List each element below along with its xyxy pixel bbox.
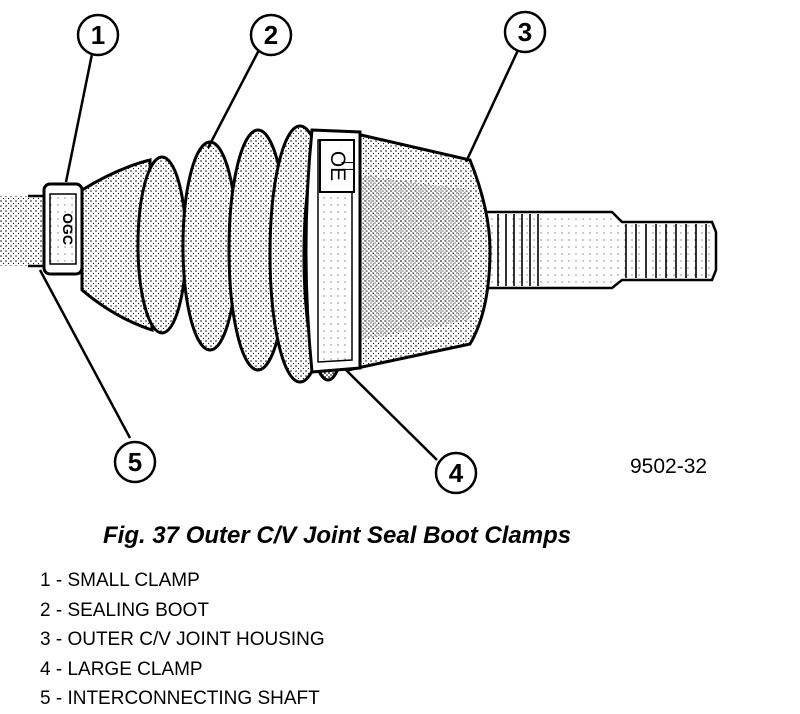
legend-item: 1 - SMALL CLAMP — [40, 570, 200, 591]
svg-text:2: 2 — [264, 20, 278, 50]
legend-list: 1 - SMALL CLAMP 2 - SEALING BOOT 3 - OUT… — [40, 566, 325, 714]
figure-code: 9502-32 — [630, 455, 707, 478]
callout-3: 3 — [503, 10, 547, 54]
leader-lines — [38, 47, 521, 461]
stub-shaft — [468, 210, 718, 290]
svg-text:| |: | | — [341, 161, 356, 171]
figure-caption: Fig. 37 Outer C/V Joint Seal Boot Clamps — [103, 522, 572, 549]
callout-1: 1 — [76, 13, 120, 57]
small-clamp: OGC — [42, 182, 84, 276]
legend-item: 3 - OUTER C/V JOINT HOUSING — [40, 629, 325, 650]
callout-5: 5 — [113, 440, 157, 484]
callout-4: 4 — [434, 451, 478, 495]
callout-2: 2 — [249, 13, 293, 57]
outer-cv-joint-housing — [346, 130, 492, 372]
large-clamp-marking: OE — [326, 151, 349, 181]
svg-text:1: 1 — [91, 20, 105, 50]
legend-item: 4 - LARGE CLAMP — [40, 658, 203, 680]
svg-text:4: 4 — [449, 458, 464, 488]
large-clamp: OE | | — [304, 128, 362, 374]
svg-text:5: 5 — [128, 447, 142, 477]
svg-text:3: 3 — [518, 17, 532, 47]
legend-item: 2 - SEALING BOOT — [40, 599, 209, 621]
cv-joint-illustration: OE | | OGC 1 2 3 4 5 9502-32 — [0, 10, 718, 495]
legend-item: 5 - INTERCONNECTING SHAFT — [40, 688, 320, 709]
small-clamp-marking: OGC — [60, 213, 76, 245]
